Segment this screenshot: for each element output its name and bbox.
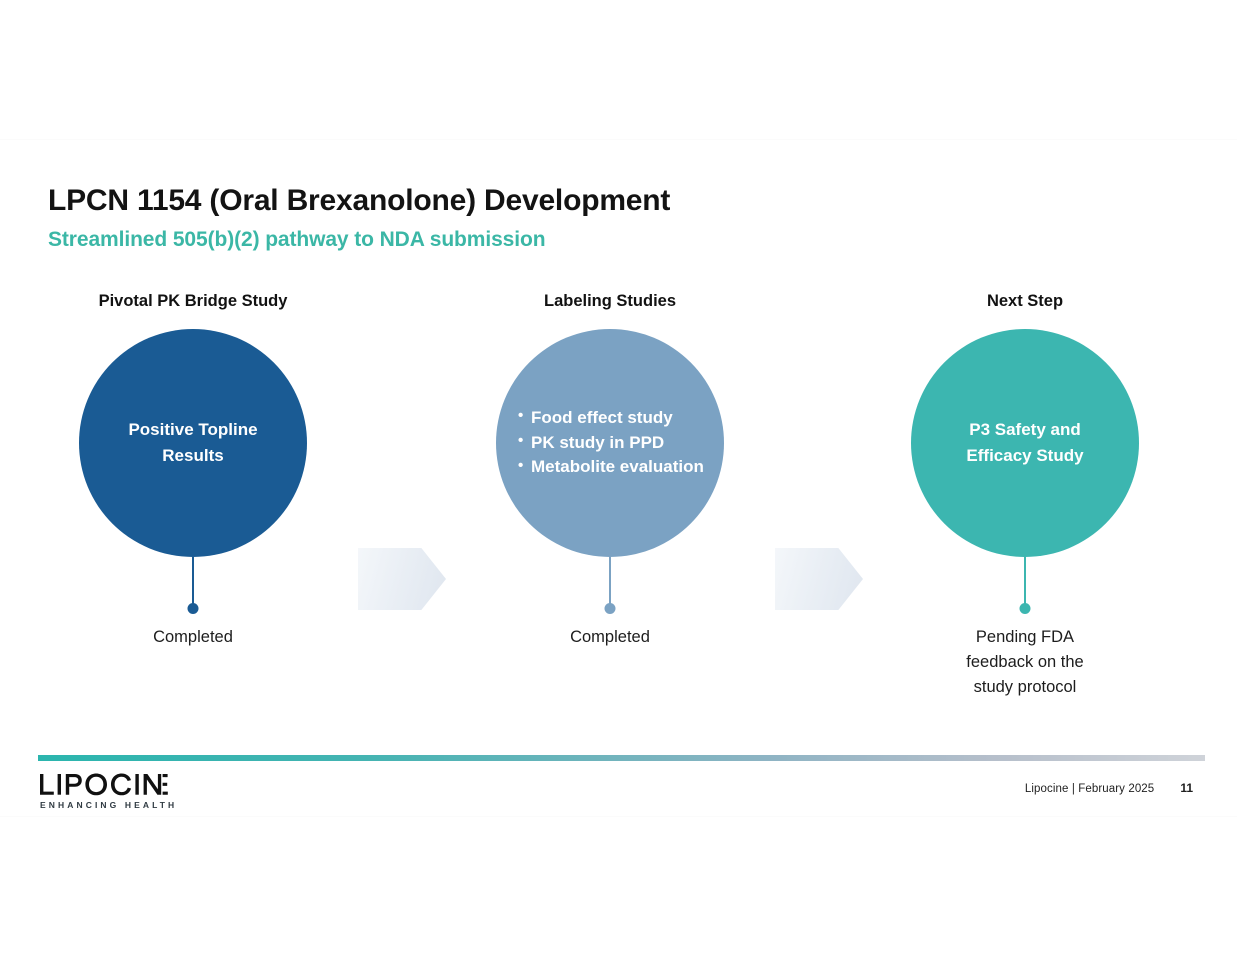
circle-label: P3 Safety and Efficacy Study	[948, 417, 1101, 469]
connector-line	[1024, 557, 1026, 609]
page-title: LPCN 1154 (Oral Brexanolone) Development	[48, 184, 671, 217]
footer-credit: Lipocine | February 2025	[1024, 783, 1155, 795]
connector-2	[460, 557, 760, 623]
list-item: Metabolite evaluation	[518, 455, 710, 480]
lipocine-logo: ENHANCING HEALTH	[40, 773, 270, 810]
status-line-1: Completed	[153, 628, 233, 646]
list-item: PK study in PPD	[518, 430, 710, 456]
lipocine-tagline: ENHANCING HEALTH	[40, 800, 178, 810]
status-label-3: Pending FDA feedback on the study protoc…	[875, 625, 1175, 701]
footer-meta: Lipocine | February 2025 11	[1025, 781, 1193, 795]
arrow-right-icon-1	[358, 548, 446, 610]
status-line-3: study protocol	[973, 678, 1077, 697]
stage-header: Next Step	[986, 292, 1064, 310]
stage-header: Labeling Studies	[543, 292, 677, 310]
circle-label: Positive Topline Results	[110, 417, 275, 469]
list-item: Food effect study	[518, 405, 710, 431]
status-line-2: feedback on the	[966, 653, 1084, 672]
circle-label-line-2: Results	[162, 446, 224, 465]
page-subtitle: Streamlined 505(b)(2) pathway to NDA sub…	[48, 228, 546, 251]
connector-line	[609, 557, 611, 609]
page-number: 11	[1180, 781, 1193, 795]
circle-wrap: Positive Topline Results	[43, 329, 343, 557]
connector-dot	[604, 603, 616, 614]
status-label-2: Completed	[460, 625, 760, 650]
circle-label-line-1: Positive Topline	[128, 420, 258, 440]
slide-canvas: LPCN 1154 (Oral Brexanolone) Development…	[0, 140, 1237, 816]
status-line-1: Completed	[570, 628, 650, 646]
stage-header: Pivotal PK Bridge Study	[98, 292, 288, 310]
stage-pivotal-pk-bridge-study: Pivotal PK Bridge Study Positive Topline…	[43, 290, 343, 650]
circle-label-line-2: Efficacy Study	[966, 446, 1084, 465]
status-label-1: Completed	[43, 625, 343, 650]
connector-3	[875, 557, 1175, 623]
connector-dot	[1019, 603, 1031, 614]
status-line-1: Pending FDA	[975, 628, 1075, 646]
connector-1	[43, 557, 343, 623]
circle-wrap: P3 Safety and Efficacy Study	[875, 329, 1175, 557]
lipocine-wordmark-icon	[40, 773, 168, 796]
circle-label-line-1: P3 Safety and	[969, 420, 1081, 440]
stage-circle-2: Food effect study PK study in PPD Metabo…	[496, 329, 724, 557]
footer-divider	[38, 755, 1205, 761]
connector-dot	[187, 603, 199, 614]
stage-circle-1: Positive Topline Results	[79, 329, 307, 557]
connector-line	[192, 557, 194, 609]
stage-next-step: Next Step P3 Safety and Efficacy Study P…	[875, 290, 1175, 701]
stage-labeling-studies: Labeling Studies Food effect study PK st…	[460, 290, 760, 650]
circle-bullet-list: Food effect study PK study in PPD Metabo…	[496, 405, 724, 481]
circle-wrap: Food effect study PK study in PPD Metabo…	[460, 329, 760, 557]
stage-circle-3: P3 Safety and Efficacy Study	[911, 329, 1139, 557]
arrow-right-icon-2	[775, 548, 863, 610]
